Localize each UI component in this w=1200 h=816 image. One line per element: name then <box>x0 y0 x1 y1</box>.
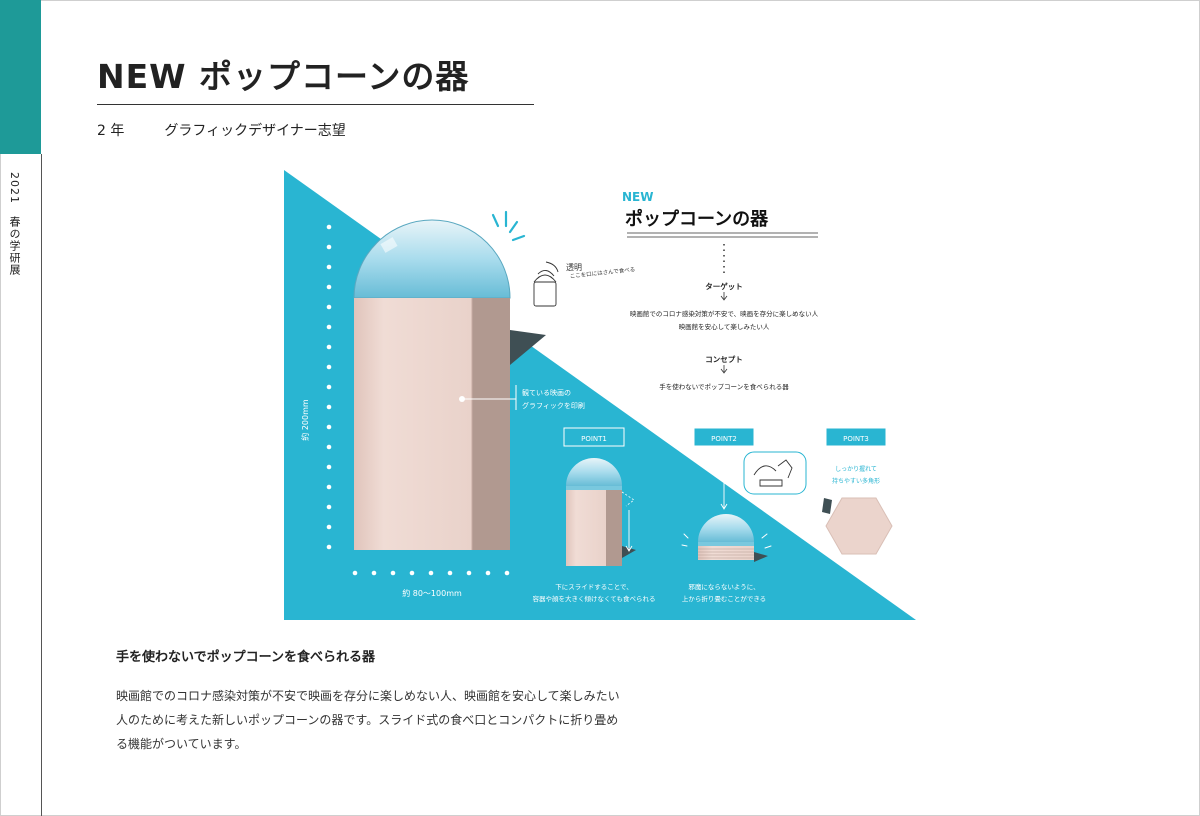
side-rule <box>41 154 42 816</box>
page-title: NEW ポップコーンの器 <box>97 57 470 96</box>
point1-text-line2: 容器や顔を大きく傾けなくても食べられる <box>533 594 656 603</box>
meta-line: 2 年 グラフィックデザイナー志望 <box>97 120 346 140</box>
mouth-sketch-icon <box>533 261 559 307</box>
concept-heading: コンセプト <box>705 354 743 364</box>
grade-label: 2 年 <box>97 123 125 139</box>
width-dot-ruler <box>352 570 510 576</box>
point2-block: POINT2 邪魔にならないように、 上から折り畳むことができる <box>681 427 807 603</box>
point2-text-line1: 邪魔にならないように、 <box>688 582 759 591</box>
logo-new: NEW <box>622 190 653 204</box>
width-label: 約 80～100mm <box>402 588 462 598</box>
fold-sketch-icon <box>753 459 793 487</box>
target-text-line2: 映画館を安心して楽しみたい人 <box>679 322 770 331</box>
point1-label: POINT1 <box>581 435 607 443</box>
sketch-note-line1: 透明 <box>566 263 582 272</box>
concept-text: 手を使わないでポップコーンを食べられる器 <box>659 382 789 391</box>
point1-block: POINT1 下にスライドすることで、 容器や顔を大きく傾けなくても食べられる <box>533 427 656 603</box>
point2-label: POINT2 <box>711 435 737 443</box>
print-note-line2: グラフィックを印刷 <box>522 401 585 410</box>
target-heading: ターゲット <box>705 281 743 291</box>
container-large <box>353 219 546 550</box>
side-label: 2021 春の学研展 <box>8 172 21 276</box>
body-heading: 手を使わないでポップコーンを食べられる器 <box>116 650 375 665</box>
height-label: 約 200mm <box>300 399 310 441</box>
body-paragraph: 映画館でのコロナ感染対策が不安で映画を存分に楽しめない人、映画館を安心して楽しみ… <box>116 689 620 751</box>
concept-poster: 約 200mm 約 80～100mm 観ている映画の グラフィックを印刷 透明 … <box>284 170 916 620</box>
point3-label: POINT3 <box>843 435 869 443</box>
point2-text-line2: 上から折り畳むことができる <box>682 594 766 603</box>
aspiration-label: グラフィックデザイナー志望 <box>164 123 346 139</box>
point1-text-line1: 下にスライドすることで、 <box>555 583 633 591</box>
height-dot-ruler <box>326 224 332 550</box>
teal-corner-block <box>0 0 41 154</box>
point3-block: POINT3 しっかり握れて 持ちやすい多角形 <box>822 427 893 555</box>
logo-main: ポップコーンの器 <box>625 208 769 230</box>
point3-text-line1: しっかり握れて <box>835 465 877 473</box>
hexagon-cross-section <box>825 497 893 555</box>
title-underline <box>97 104 534 105</box>
print-note-line1: 観ている映画の <box>522 388 571 397</box>
target-text-line1: 映画館でのコロナ感染対策が不安で、映画を存分に楽しめない人 <box>630 309 819 318</box>
point3-text-line2: 持ちやすい多角形 <box>832 477 880 485</box>
sparkle-lines <box>491 210 526 242</box>
